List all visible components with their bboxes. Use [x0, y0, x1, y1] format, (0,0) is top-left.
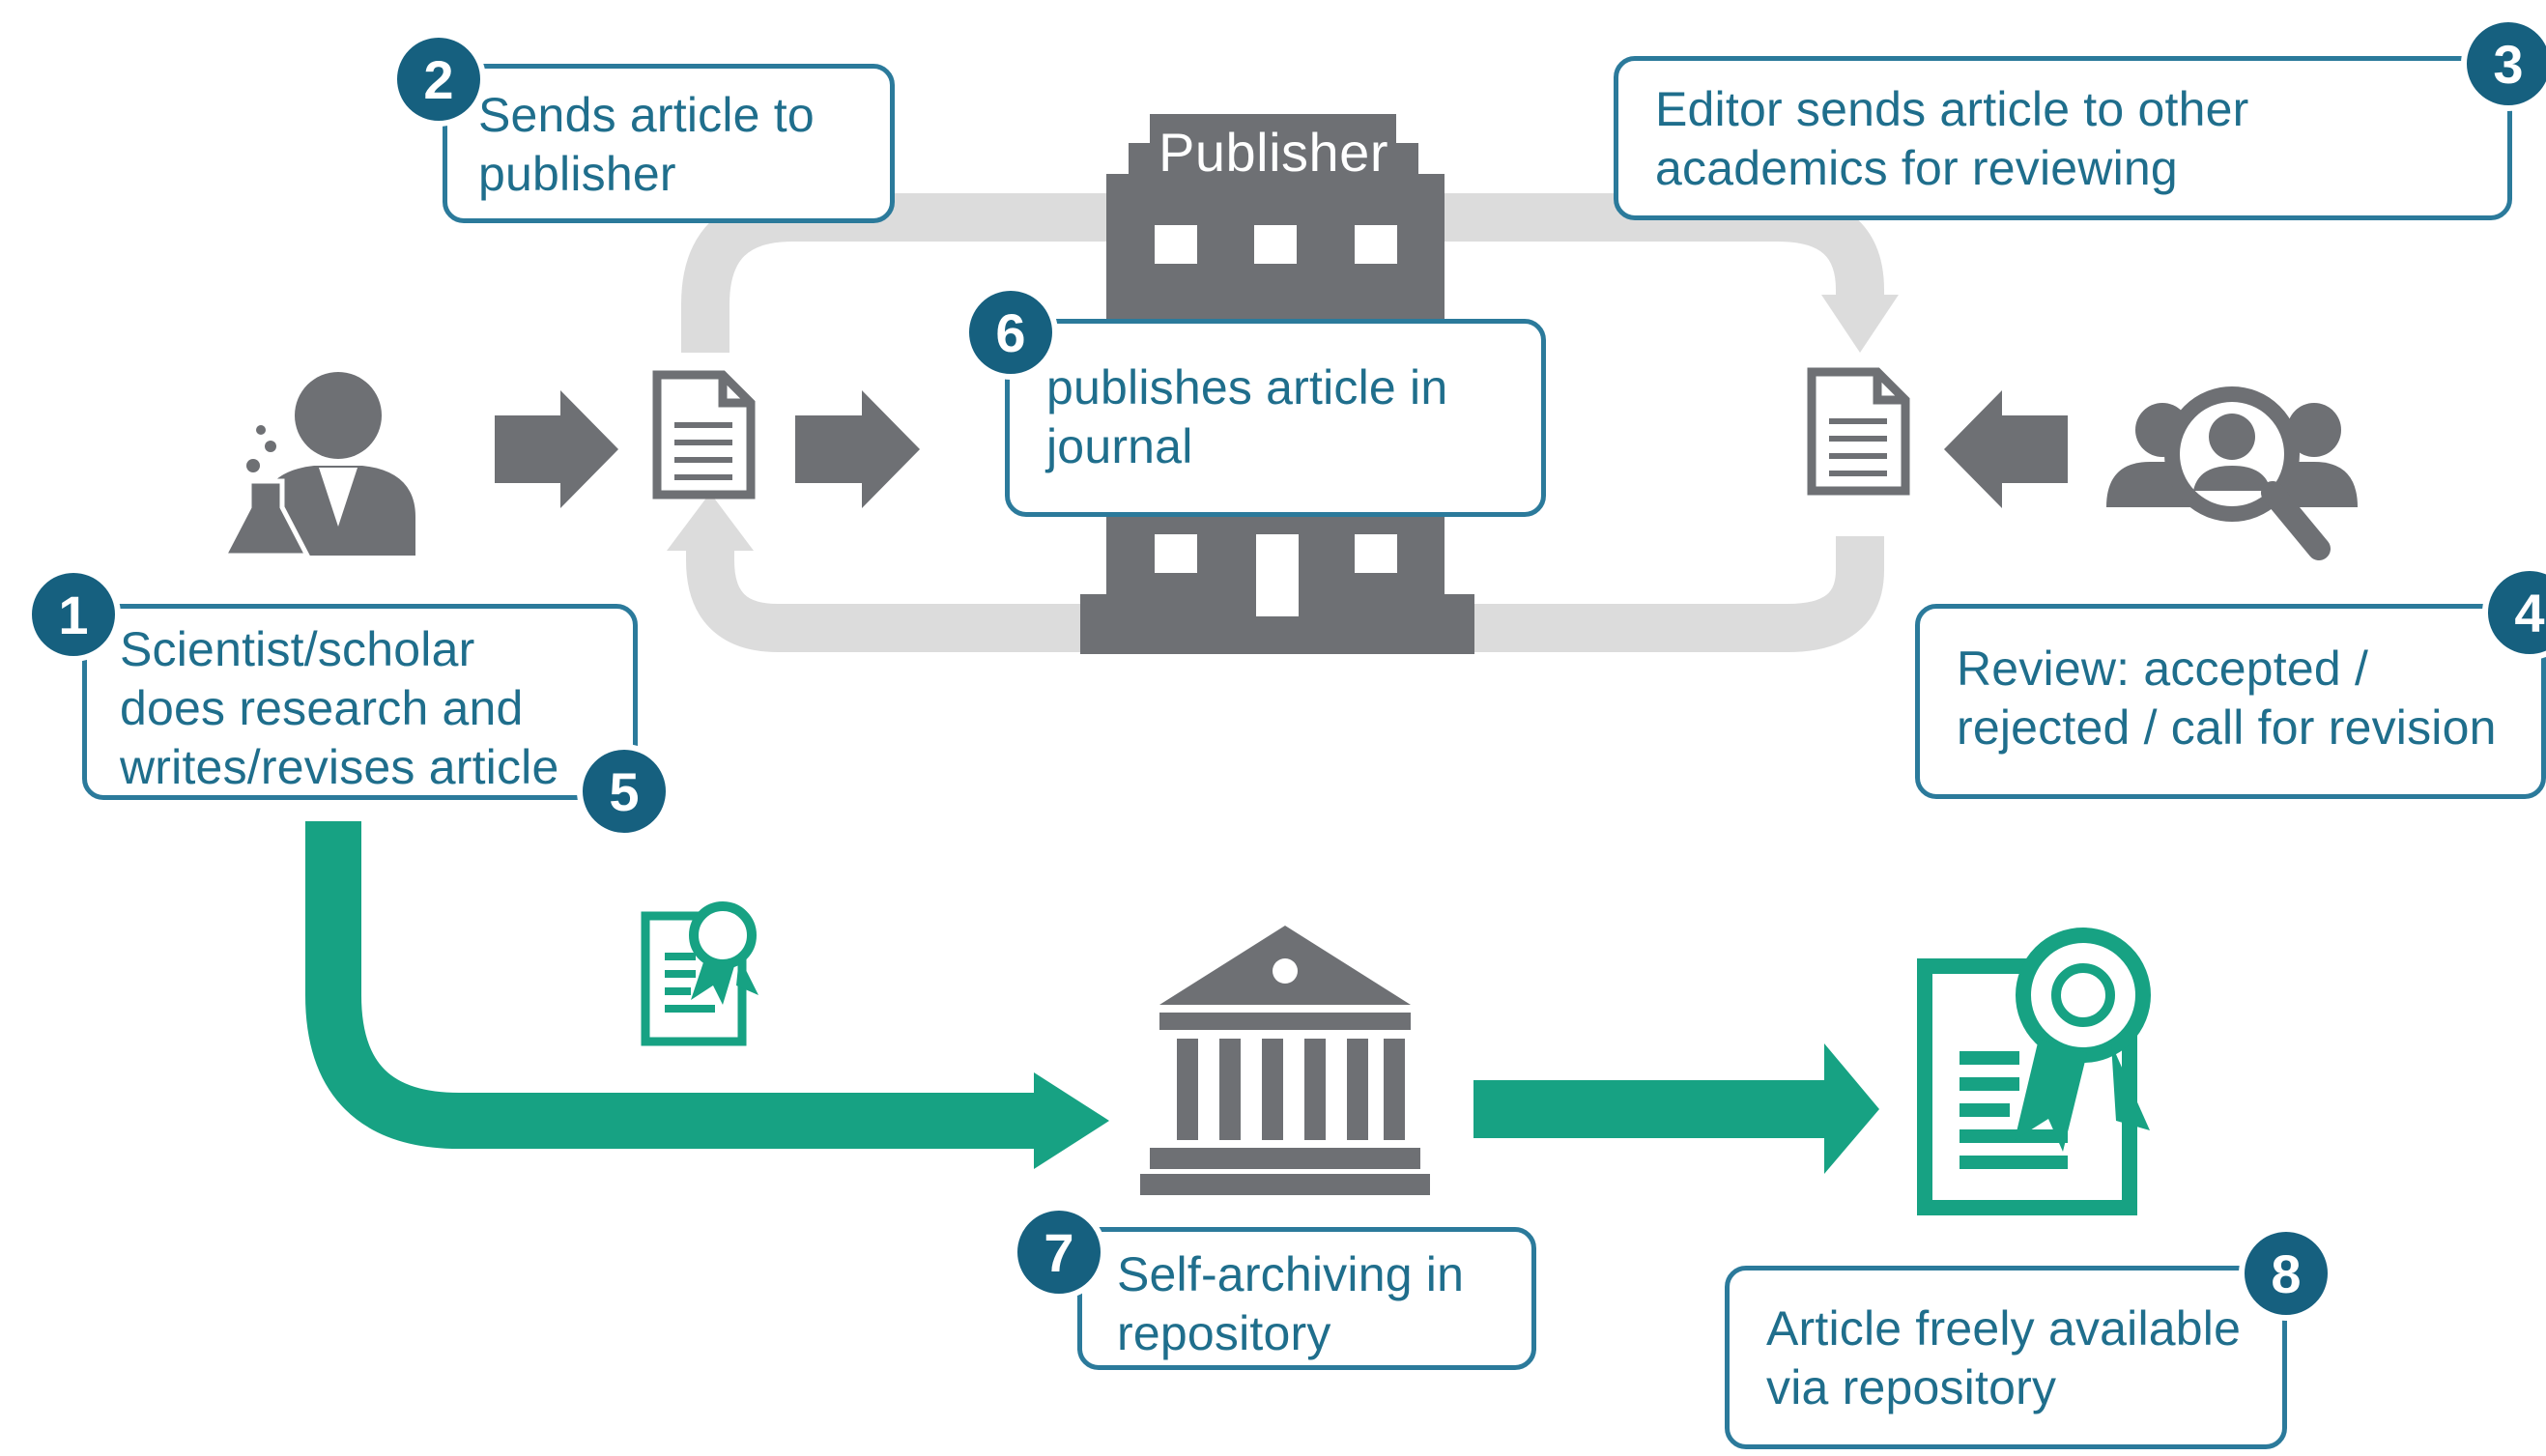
document-icon-review	[1807, 367, 1910, 496]
green-arrow-shaft	[1473, 1080, 1836, 1138]
step-badge-7: 7	[1012, 1205, 1106, 1299]
step-badge-1: 1	[26, 567, 121, 662]
arrow-reviewers-to-document	[1944, 390, 2068, 508]
step-badge-2: 2	[391, 32, 486, 127]
step-badge-3: 3	[2461, 16, 2546, 111]
loop-arrowhead-up	[667, 493, 754, 551]
step-3-label: Editor sends article to other academics …	[1614, 56, 2512, 220]
step-2-label: Sends article to publisher	[443, 64, 895, 223]
step-badge-6: 6	[963, 285, 1058, 380]
step-6-label: publishes article in journal	[1005, 319, 1546, 517]
reviewers-magnifier-icon	[2106, 386, 2358, 560]
article-certificate-icon	[1917, 928, 2151, 1215]
document-icon-submitted	[652, 370, 756, 500]
step-1-label: Scientist/scholar does research and writ…	[82, 604, 638, 800]
green-arrowhead-to-article	[1824, 1043, 1879, 1174]
step-7-label: Self-archiving in repository	[1077, 1227, 1536, 1370]
loop-arrowhead-down	[1821, 295, 1899, 353]
step-4-label: Review: accepted / rejected / call for r…	[1915, 604, 2546, 799]
publisher-title: Publisher	[1159, 122, 1388, 183]
arrow-scientist-to-document	[495, 390, 618, 508]
step-badge-4: 4	[2482, 565, 2546, 660]
repository-building-icon	[1140, 926, 1430, 1195]
arrow-document-to-publisher	[795, 390, 920, 508]
scientist-icon	[219, 372, 415, 558]
certificate-small-icon	[641, 901, 758, 1046]
green-path-arrow	[305, 821, 1048, 1149]
step-8-label: Article freely available via repository	[1725, 1266, 2287, 1449]
step-badge-5: 5	[577, 744, 672, 839]
step-badge-8: 8	[2239, 1226, 2333, 1321]
publisher-windows	[1155, 225, 1397, 616]
green-arrowhead-to-repository	[1034, 1072, 1109, 1169]
